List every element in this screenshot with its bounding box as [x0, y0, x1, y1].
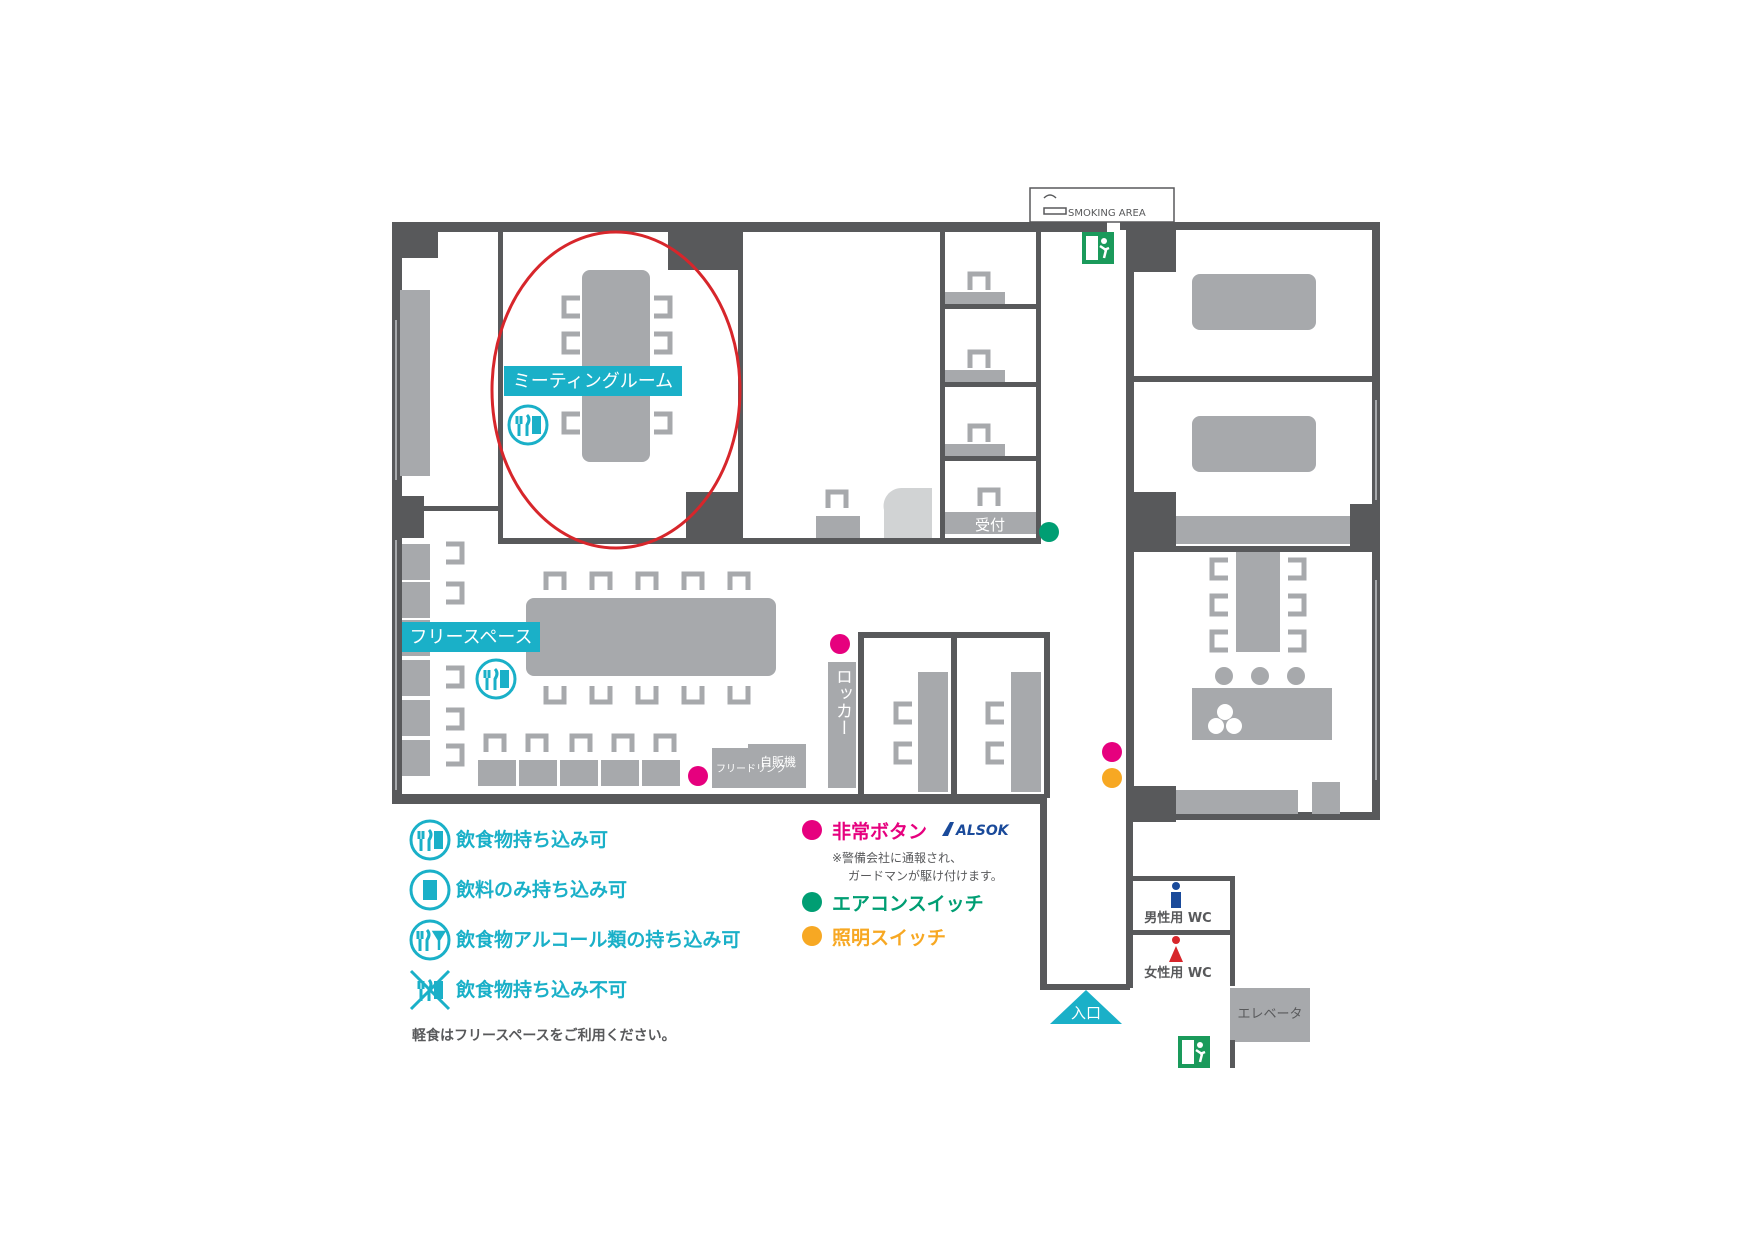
free-space: フリースペース フリードリンク 自販機 ロッカー — [402, 541, 856, 788]
free-space-label: フリースペース — [410, 627, 533, 648]
food-drink-icon — [507, 404, 549, 446]
chair — [967, 271, 991, 290]
cigarette-icon — [1043, 194, 1067, 215]
emergency-note-2: ガードマンが駆け付けます。 — [848, 868, 1003, 883]
chair — [561, 295, 580, 319]
entrance: 入口 — [1050, 990, 1122, 1024]
door-swing — [883, 487, 932, 538]
female-icon — [1169, 936, 1183, 962]
meeting-room-label-bg — [504, 366, 682, 396]
exit-sign-icon — [1178, 1036, 1210, 1068]
legend-item-text: 飲食物持ち込み可 — [455, 828, 608, 851]
emergency-legend-dot — [802, 820, 822, 840]
emergency-button-marker — [1102, 742, 1122, 762]
reception-label: 受付 — [975, 516, 1005, 534]
svg-text:ALSOK: ALSOK — [955, 823, 1010, 839]
female-wc-label: 女性用 WC — [1144, 965, 1211, 981]
emergency-note-1: ※警備会社に通報され、 — [832, 850, 962, 865]
center-room — [816, 487, 932, 538]
pillars — [392, 222, 1380, 822]
chair — [654, 295, 673, 319]
exit-sign-icon — [1082, 232, 1114, 264]
right-rooms — [1176, 274, 1350, 814]
emergency-legend-text: 非常ボタン — [832, 820, 927, 843]
emergency-button-marker — [688, 766, 708, 786]
legend-item-text: 飲料のみ持ち込み可 — [455, 878, 627, 901]
alsok-logo: ALSOK — [942, 822, 1010, 839]
food-alcohol-icon — [409, 919, 451, 961]
legend-item-text: 飲食物アルコール類の持ち込み可 — [455, 928, 740, 951]
chair — [654, 411, 673, 435]
elevator: エレベータ — [1230, 988, 1310, 1068]
food-drink-icon — [409, 819, 451, 861]
chair — [977, 487, 1001, 506]
drink-only-icon — [409, 869, 451, 911]
locker — [828, 662, 856, 788]
legend-food: 飲食物持ち込み可 飲料のみ持ち込み可 飲食物アルコール類の持ち込み可 飲食物持ち… — [409, 819, 740, 1044]
wc: 男性用 WC 女性用 WC — [1144, 882, 1212, 981]
legend-note: 軽食はフリースペースをご利用ください。 — [412, 1027, 676, 1044]
light-switch-marker — [1102, 768, 1122, 788]
free-drink-label: フリードリンク — [716, 763, 786, 775]
male-icon — [1171, 882, 1181, 908]
aircon-switch-marker — [1039, 522, 1059, 542]
desk — [816, 516, 860, 538]
chair — [561, 411, 580, 435]
emergency-button-marker — [830, 634, 850, 654]
table — [1192, 274, 1316, 330]
entrance-label: 入口 — [1071, 1004, 1101, 1022]
meeting-room-highlight — [490, 230, 742, 550]
table — [1192, 416, 1316, 472]
meeting-room: ミーティングルーム — [490, 230, 742, 550]
food-drink-icon — [475, 658, 517, 700]
chair — [967, 423, 991, 442]
smoking-label: SMOKING AREA — [1068, 208, 1146, 219]
table — [1236, 552, 1280, 652]
chair — [967, 349, 991, 368]
free-space-label-bg — [402, 622, 540, 652]
phone-booths: 受付 — [945, 271, 1036, 534]
locker-label: ロッカー — [832, 668, 852, 736]
free-space-table — [526, 598, 776, 676]
aircon-legend-text: エアコンスイッチ — [832, 893, 984, 915]
no-food-icon — [409, 969, 451, 1011]
chair — [654, 331, 673, 355]
meeting-room-label: ミーティングルーム — [513, 371, 673, 392]
aircon-legend-dot — [802, 892, 822, 912]
legend-item-text: 飲食物持ち込み不可 — [455, 978, 627, 1001]
smoking-area: SMOKING AREA — [1029, 187, 1175, 223]
light-legend-text: 照明スイッチ — [832, 927, 946, 949]
interior-walls — [402, 232, 1372, 986]
plan-markers — [688, 522, 1122, 788]
left-counter — [400, 290, 430, 476]
chair — [825, 489, 849, 508]
chair — [561, 331, 580, 355]
legend-switches: 非常ボタン ALSOK ※警備会社に通報され、 ガードマンが駆け付けます。 エア… — [802, 820, 1010, 949]
elevator-label: エレベータ — [1237, 1007, 1302, 1022]
male-wc-label: 男性用 WC — [1144, 910, 1211, 926]
counter — [1176, 516, 1350, 544]
light-legend-dot — [802, 926, 822, 946]
windows — [395, 320, 1377, 790]
small-rooms — [893, 672, 1041, 792]
vending-label: 自販機 — [760, 754, 796, 769]
